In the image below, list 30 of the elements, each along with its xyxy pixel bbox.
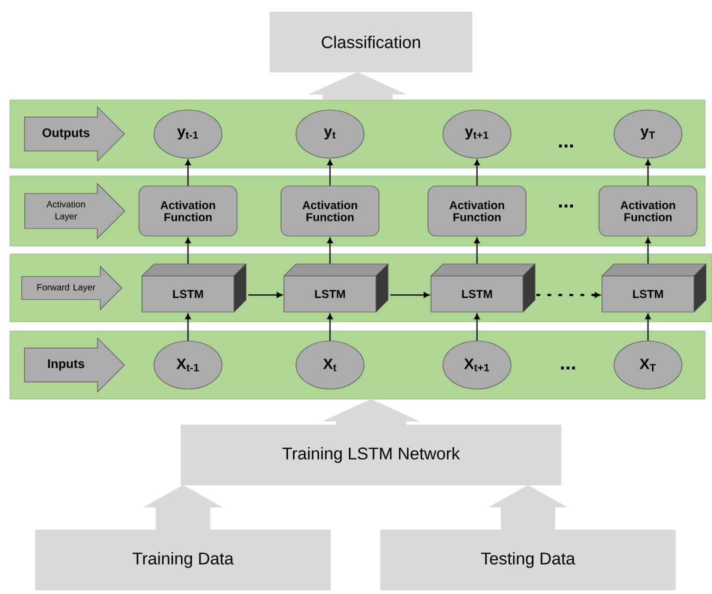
arrow xyxy=(474,238,480,264)
activation-box: Activation Function xyxy=(280,186,380,236)
ellipsis: ... xyxy=(561,366,575,370)
arrow xyxy=(645,160,651,186)
block-arrow xyxy=(488,485,568,530)
arrow xyxy=(185,238,191,264)
process-box: Training LSTM Network xyxy=(180,424,562,486)
process-box: Testing Data xyxy=(380,530,676,590)
arrow xyxy=(327,238,333,264)
arrow xyxy=(185,314,191,341)
activation-box: Activation Function xyxy=(428,186,526,236)
arrow xyxy=(474,314,480,341)
block-arrow xyxy=(322,399,420,425)
arrow xyxy=(645,238,651,264)
activation-box: Activation Function xyxy=(598,186,698,236)
arrow xyxy=(645,314,651,341)
arrow xyxy=(185,160,191,186)
arrow xyxy=(390,292,430,298)
arrow xyxy=(474,160,480,186)
arrow xyxy=(248,292,282,298)
activation-box: Activation Function xyxy=(138,186,238,236)
arrow xyxy=(327,160,333,186)
block-arrow xyxy=(309,72,406,100)
ellipsis: ... xyxy=(559,204,573,208)
arrow xyxy=(536,292,600,298)
block-arrow xyxy=(144,485,222,530)
process-box: Training Data xyxy=(35,530,331,590)
arrow xyxy=(327,314,333,341)
process-box: Classification xyxy=(270,12,472,72)
ellipsis: ... xyxy=(559,144,573,148)
